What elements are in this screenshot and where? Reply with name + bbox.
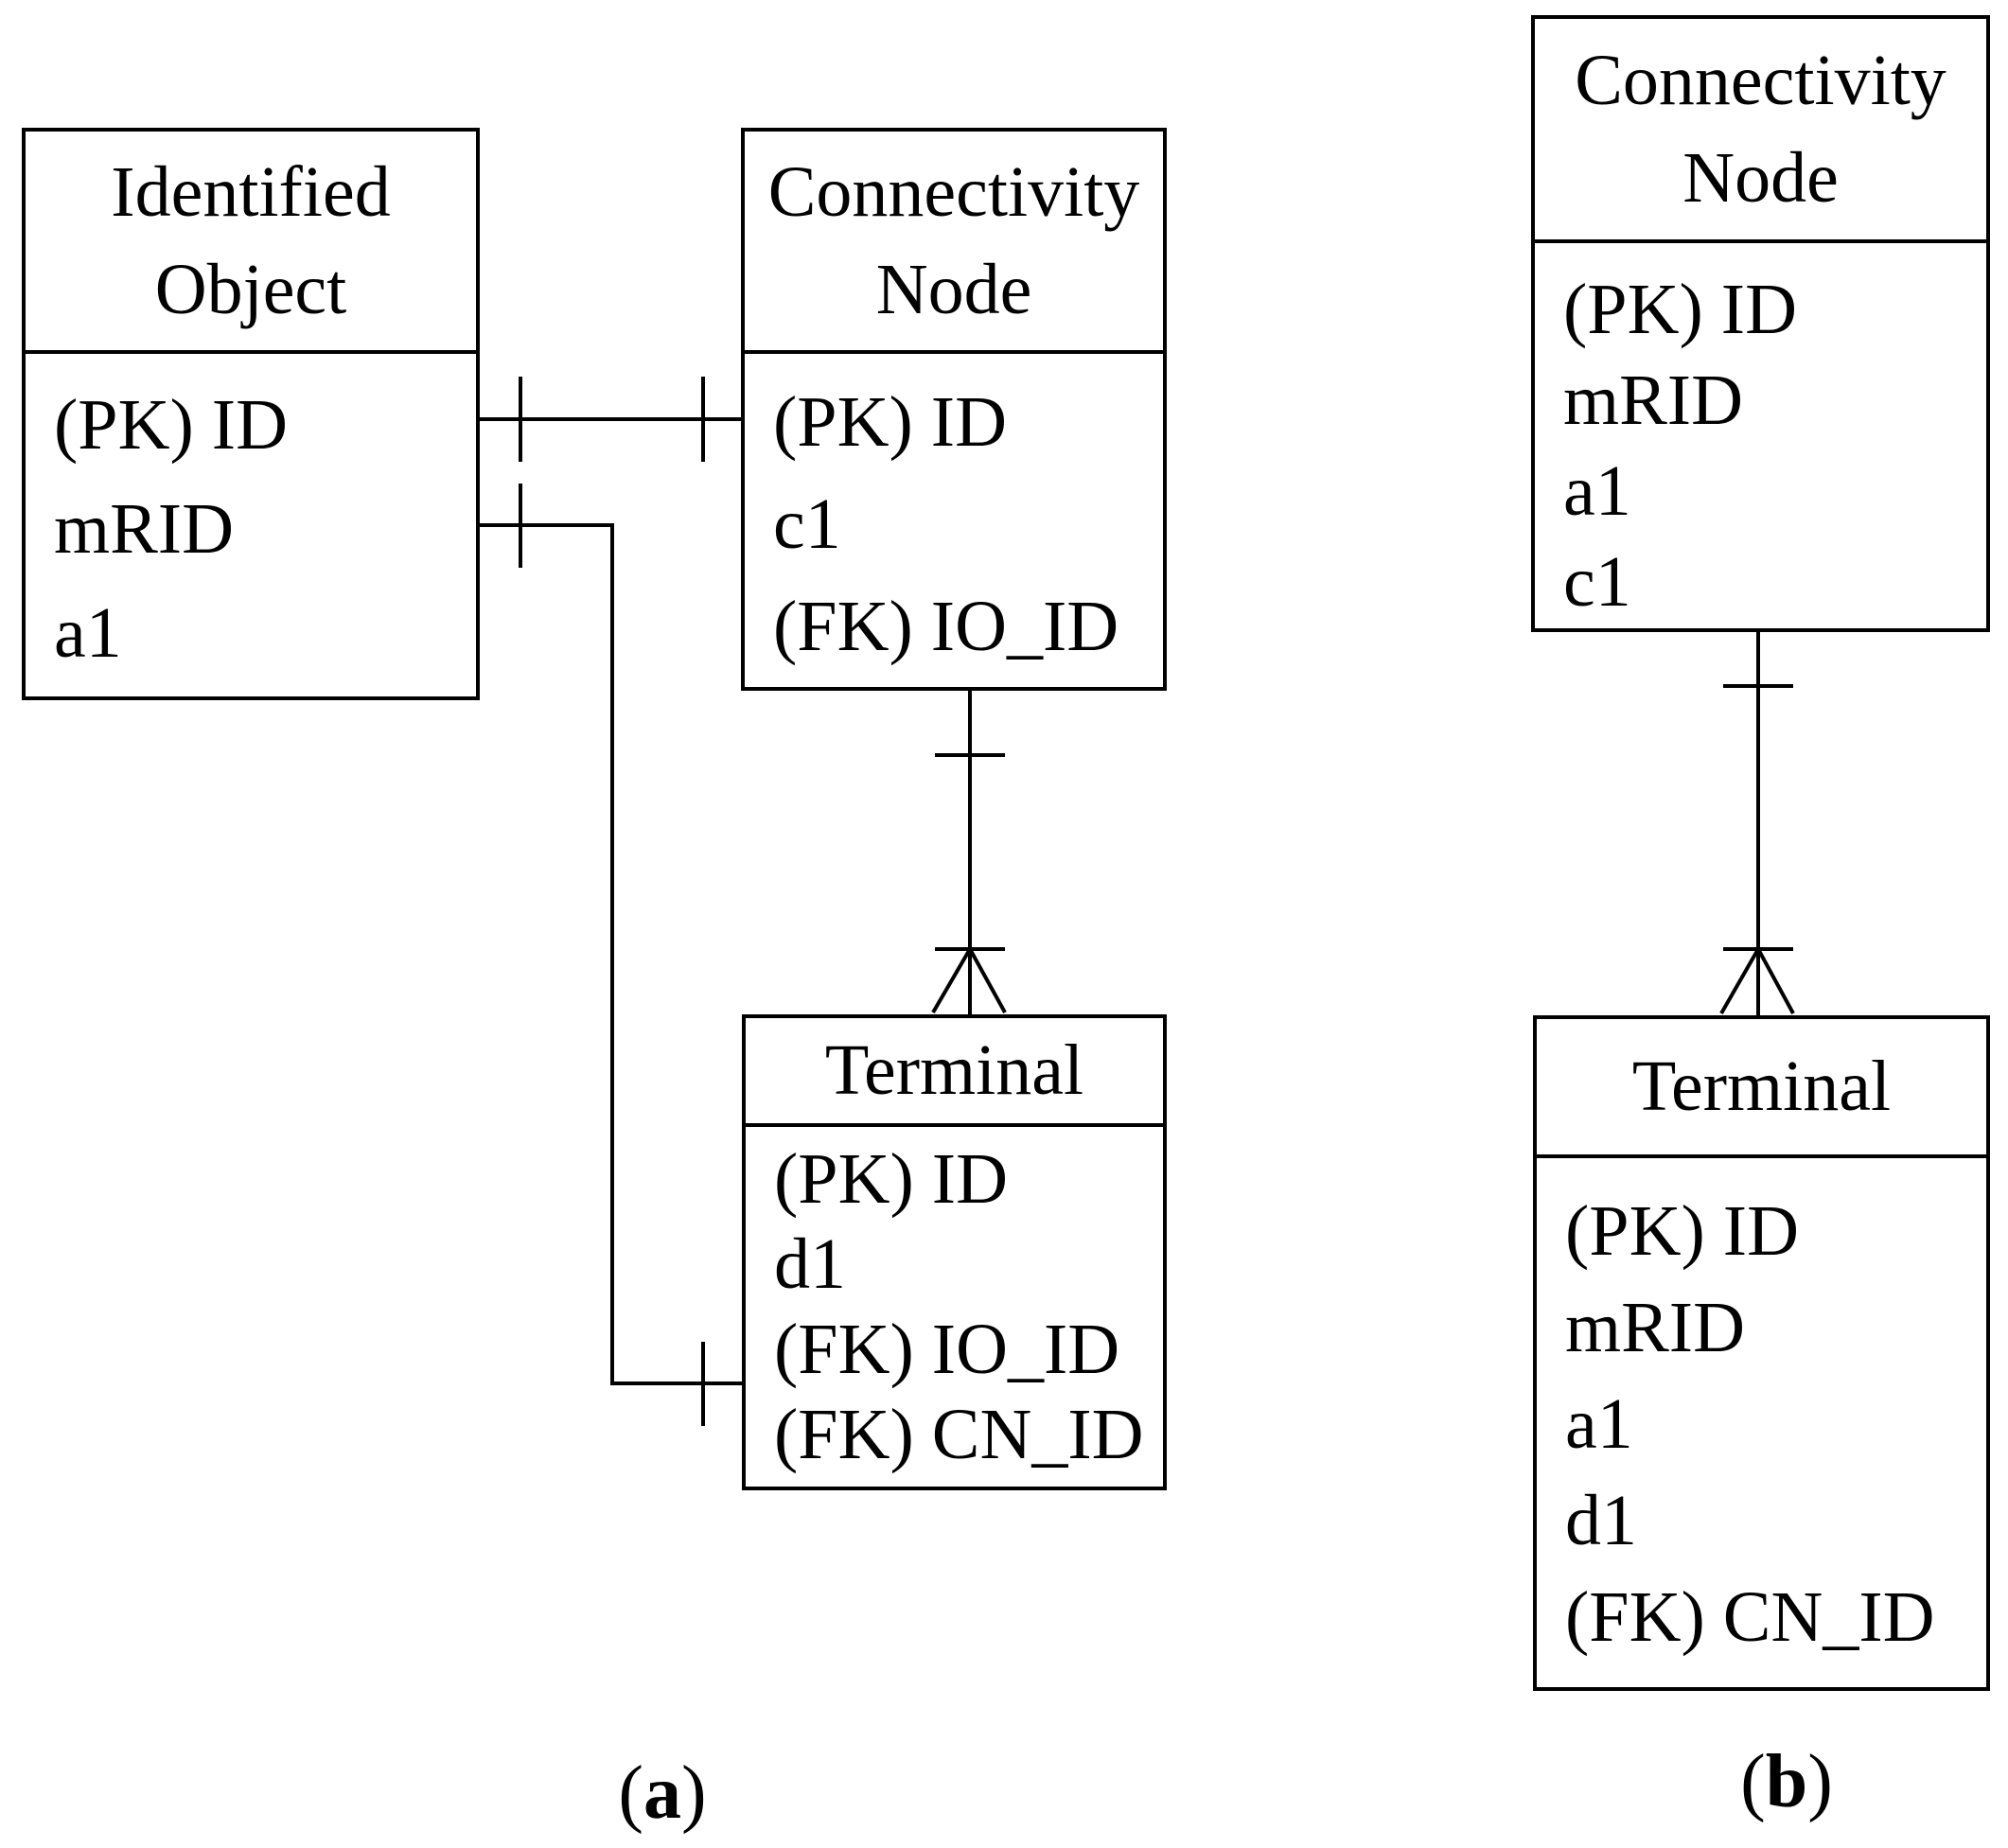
entity-header: Identified Object [26,132,476,354]
crow-foot-prong [931,947,972,1014]
attribute-row: (FK) IO_ID [773,587,1119,666]
entity-header: Terminal [1537,1019,1986,1158]
entity-header: Connectivity Node [1535,19,1986,243]
relationship-cn-terminal-a [931,691,1007,1014]
crow-foot-prong [968,948,1007,1013]
entity-terminal-b: Terminal (PK) ID mRID a1 d1 (FK) CN_ID [1533,1015,1990,1691]
relationship-cn-terminal-b [1719,632,1795,1015]
attribute-row: (PK) ID [773,382,1007,462]
attribute-row: a1 [1563,451,1631,531]
attribute-row: (PK) ID [1563,270,1797,349]
attribute-row: (PK) ID [1565,1191,1799,1271]
caption-paren: ( [618,1751,643,1835]
attribute-row: a1 [1565,1384,1633,1464]
entity-title: Identified [111,151,391,232]
entity-title: Connectivity [1575,40,1946,120]
relationship-io-terminal [480,484,742,1426]
entity-title: Node [1682,137,1839,218]
entity-title: Connectivity [767,151,1140,232]
entity-title: Terminal [1631,1047,1892,1126]
entity-identified-object: Identified Object (PK) ID mRID a1 [22,128,480,700]
caption-paren: ( [1740,1740,1766,1823]
attribute-row: mRID [1565,1288,1745,1367]
entity-header: Connectivity Node [745,132,1163,354]
attribute-row: (PK) ID [774,1139,1008,1219]
entity-connectivity-node-a: Connectivity Node (PK) ID c1 (FK) IO_ID [741,128,1167,691]
entity-header: Terminal [746,1018,1163,1127]
caption-letter: a [643,1751,681,1835]
caption-paren: ) [1807,1740,1833,1823]
attribute-row: d1 [1565,1481,1637,1560]
entity-attributes: (PK) ID d1 (FK) IO_ID (FK) CN_ID [746,1127,1163,1477]
caption-paren: ) [681,1751,707,1835]
entity-attributes: (PK) ID mRID a1 [26,354,476,685]
attribute-row: mRID [1563,361,1743,440]
entity-attributes: (PK) ID mRID a1 d1 (FK) CN_ID [1537,1158,1986,1665]
entity-connectivity-node-b: Connectivity Node (PK) ID mRID a1 c1 [1531,15,1990,632]
attribute-row: c1 [1563,542,1631,622]
attribute-row: mRID [54,489,234,569]
attribute-row: (PK) ID [54,385,288,465]
crow-foot-prong [1719,948,1760,1014]
attribute-row: (FK) CN_ID [1565,1577,1935,1657]
attribute-row: c1 [773,484,841,564]
caption-letter: b [1765,1740,1808,1823]
panel-b-caption: (b) [1654,1739,1919,1824]
crow-foot-prong [1756,948,1795,1014]
entity-title: Object [154,249,347,329]
entity-title: Terminal [824,1030,1084,1110]
attribute-row: (FK) CN_ID [774,1395,1144,1474]
entity-attributes: (PK) ID mRID a1 c1 [1535,243,1986,627]
attribute-row: (FK) IO_ID [774,1310,1120,1389]
entity-attributes: (PK) ID c1 (FK) IO_ID [745,354,1163,678]
attribute-row: a1 [54,593,122,673]
entity-title: Node [875,249,1032,329]
relationship-io-cn [480,377,741,462]
entity-terminal-a: Terminal (PK) ID d1 (FK) IO_ID (FK) CN_I… [742,1014,1167,1490]
panel-a-caption: (a) [530,1751,795,1836]
attribute-row: d1 [774,1224,846,1304]
